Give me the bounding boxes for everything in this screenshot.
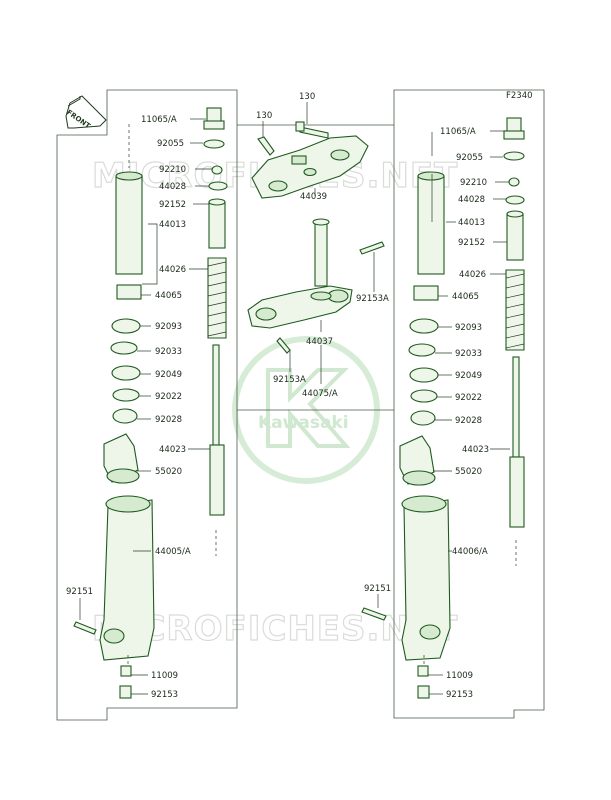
right-label-44013: 44013 (458, 218, 485, 228)
left-fork-labels: 11065/A 92055 92210 44028 92152 44013 44… (66, 115, 191, 700)
label-44039: 44039 (300, 192, 327, 202)
center-leaders (262, 102, 375, 384)
right-label-92028: 92028 (455, 416, 482, 426)
right-assembly-frame (393, 89, 545, 719)
label-92153a-right: 92153A (356, 294, 389, 304)
right-label-92152: 92152 (458, 238, 485, 248)
left-label-44013: 44013 (159, 220, 186, 230)
alignment-marks (127, 124, 517, 664)
right-label-92055: 92055 (456, 153, 483, 163)
right-label-11009: 11009 (446, 671, 473, 681)
left-label-11065a: 11065/A (141, 115, 177, 125)
left-label-92153: 92153 (151, 690, 178, 700)
left-label-44065: 44065 (155, 291, 182, 301)
right-label-11065a: 11065/A (440, 127, 476, 137)
right-label-44023: 44023 (462, 445, 489, 455)
front-arrow-icon: FRONT (65, 95, 107, 130)
left-label-44023: 44023 (159, 445, 186, 455)
right-fork-labels: 11065/A 92055 92210 44028 44013 92152 44… (364, 127, 489, 700)
right-label-44006a: 44006/A (452, 547, 488, 557)
left-label-92055: 92055 (157, 139, 184, 149)
right-label-55020: 55020 (455, 467, 482, 477)
left-label-44026: 44026 (159, 265, 186, 275)
left-label-92033: 92033 (155, 347, 182, 357)
diagram-code: F2340 (506, 91, 533, 101)
left-label-11009: 11009 (151, 671, 178, 681)
left-label-92151: 92151 (66, 587, 93, 597)
left-label-44028: 44028 (159, 182, 186, 192)
right-label-92022: 92022 (455, 393, 482, 403)
left-label-55020: 55020 (155, 467, 182, 477)
right-label-92153: 92153 (446, 690, 473, 700)
center-parts (247, 121, 385, 354)
left-assembly-frame (56, 89, 238, 721)
label-130-top: 130 (299, 92, 315, 102)
left-label-44005a: 44005/A (155, 547, 191, 557)
right-label-92049: 92049 (455, 371, 482, 381)
left-fork-parts (73, 107, 228, 699)
label-44075a: 44075/A (302, 389, 338, 399)
label-44037: 44037 (306, 337, 333, 347)
left-label-92028: 92028 (155, 415, 182, 425)
left-label-92049: 92049 (155, 370, 182, 380)
right-label-92210: 92210 (460, 178, 487, 188)
right-label-44028: 44028 (458, 195, 485, 205)
left-label-92152: 92152 (159, 200, 186, 210)
right-label-44026: 44026 (459, 270, 486, 280)
left-label-92210: 92210 (159, 165, 186, 175)
left-label-92022: 92022 (155, 392, 182, 402)
right-fork-leaders (377, 130, 510, 695)
right-label-44065: 44065 (452, 292, 479, 302)
left-label-92093: 92093 (155, 322, 182, 332)
left-fork-leaders (79, 118, 212, 695)
label-130-small: 130 (256, 111, 272, 121)
right-fork-parts (361, 117, 525, 699)
label-92153a-left: 92153A (273, 375, 306, 385)
right-label-92033: 92033 (455, 349, 482, 359)
right-label-92151: 92151 (364, 584, 391, 594)
right-label-92093: 92093 (455, 323, 482, 333)
kawasaki-logo-text: Kawasaki (258, 413, 349, 433)
